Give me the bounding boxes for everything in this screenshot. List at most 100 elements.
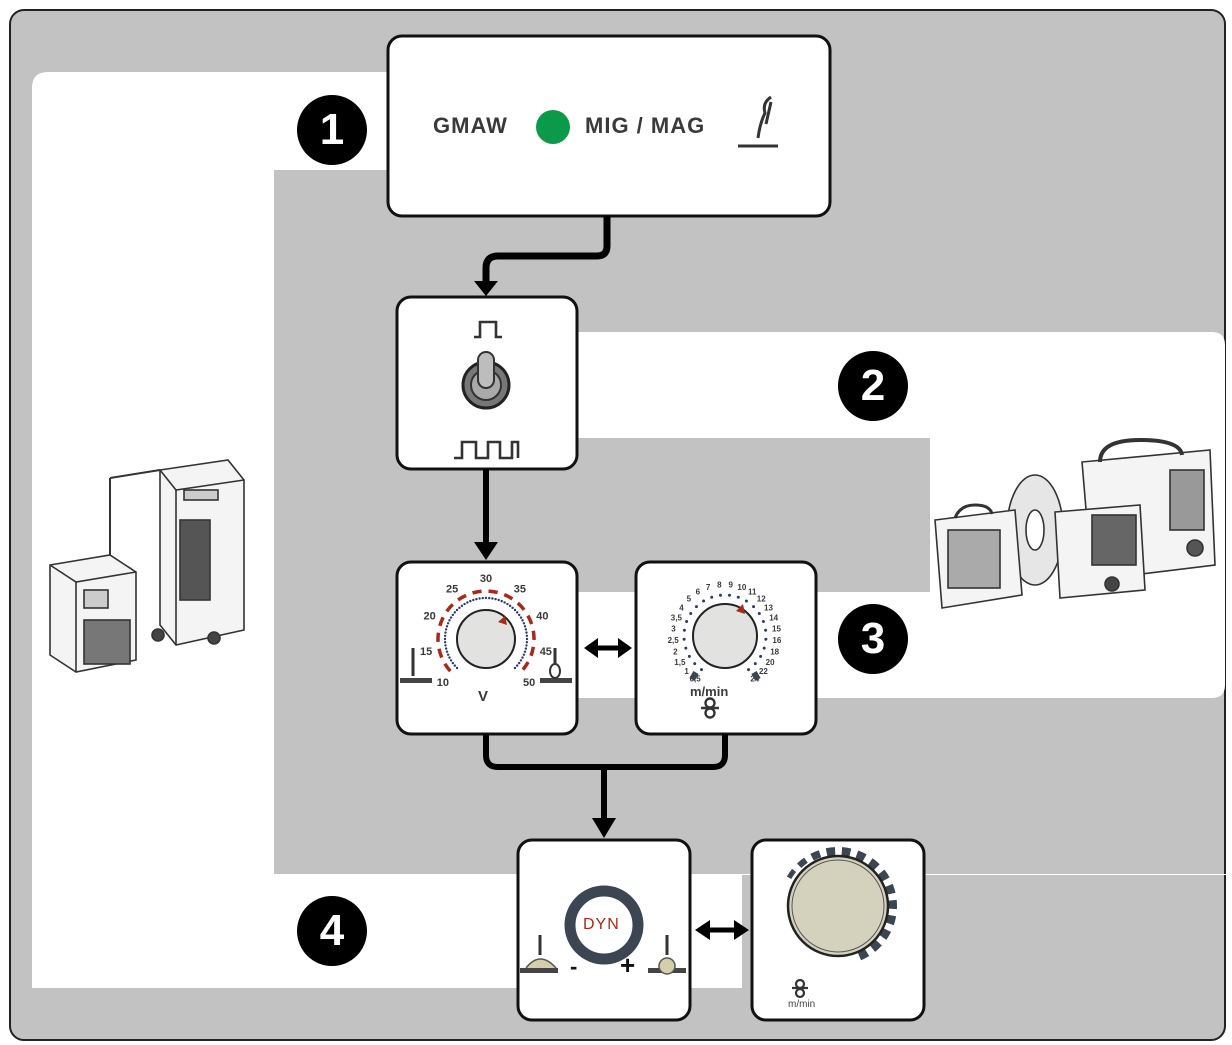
wire-scale-max-mark bbox=[751, 671, 761, 681]
short-arc-icon bbox=[400, 648, 432, 683]
dyn-plus-label: + bbox=[620, 950, 636, 980]
wire-tick-label: 2,5 bbox=[668, 636, 680, 645]
voltage-scale-dot bbox=[443, 641, 447, 644]
knob-ring-segment bbox=[879, 883, 896, 897]
wire-tick-label: 13 bbox=[764, 603, 773, 612]
voltage-scale-dash bbox=[529, 646, 536, 657]
voltage-scale-dot bbox=[443, 637, 447, 641]
voltage-scale-dot bbox=[444, 628, 448, 631]
wire-tick-label: 7 bbox=[706, 583, 711, 592]
voltage-scale-dot bbox=[451, 613, 455, 617]
voltage-scale-dot bbox=[455, 608, 459, 612]
wire-scale-dot bbox=[693, 662, 697, 666]
knob-ring-segment bbox=[810, 850, 822, 861]
flow-line-1 bbox=[482, 216, 611, 285]
toggle-switch-icon bbox=[461, 351, 511, 410]
knob-ring-segment bbox=[865, 858, 880, 873]
voltage-scale-dot bbox=[517, 613, 521, 617]
voltage-tick-label: 30 bbox=[480, 573, 492, 585]
dyn-knob-rim bbox=[791, 859, 885, 953]
voltage-scale-dot bbox=[453, 611, 457, 614]
voltage-scale-dot bbox=[494, 597, 497, 601]
wire-unit-label: m/min bbox=[690, 684, 729, 699]
wire-tick-label: 1 bbox=[684, 667, 689, 676]
wire-tick-label: 8 bbox=[717, 580, 722, 589]
wire-tick-label: 22 bbox=[759, 667, 768, 676]
dyn-minus-label: - bbox=[570, 954, 578, 979]
dyn-ring[interactable] bbox=[564, 885, 644, 965]
voltage-scale-dot bbox=[525, 634, 529, 637]
voltage-scale-dash bbox=[521, 661, 530, 671]
dyn-knob-body[interactable] bbox=[786, 854, 890, 958]
wire-scale-dot bbox=[682, 637, 686, 641]
voltage-scale-dot bbox=[523, 625, 527, 628]
voltage-scale-dot bbox=[523, 650, 527, 653]
wire-scale-dot bbox=[684, 646, 688, 650]
voltage-scale-dot bbox=[460, 604, 464, 608]
voltage-scale-dot bbox=[449, 616, 453, 619]
wire-scale-dot bbox=[694, 605, 698, 609]
soft-arc-icon bbox=[520, 935, 558, 973]
voltage-tick-label: 45 bbox=[540, 646, 552, 658]
spray-arc-icon bbox=[540, 648, 572, 683]
wire-scale-dot bbox=[759, 654, 763, 658]
wire-scale-dot bbox=[687, 654, 691, 658]
voltage-scale-dot bbox=[515, 664, 519, 667]
wire-pointer bbox=[736, 604, 745, 614]
step-2-badge: 2 bbox=[838, 351, 908, 421]
double-arrow-icon-2 bbox=[695, 920, 749, 940]
wire-scale-dot bbox=[702, 599, 706, 603]
knob-ring-segment bbox=[797, 857, 808, 869]
two-step-icon bbox=[474, 320, 502, 339]
voltage-scale-dot bbox=[511, 606, 514, 610]
knob-ring-segment bbox=[854, 850, 867, 865]
voltage-scale-dash bbox=[526, 614, 534, 625]
wire-speed-dial[interactable]: 0,511,522,533,54567891011121314151618202… bbox=[668, 580, 782, 683]
wire-scale-dot bbox=[689, 612, 693, 616]
gmaw-label: GMAW bbox=[433, 113, 508, 138]
voltage-scale-dot bbox=[525, 641, 529, 644]
voltage-scale-dot bbox=[472, 598, 475, 602]
voltage-scale-dot bbox=[458, 606, 461, 610]
voltage-tick-label: 15 bbox=[420, 646, 432, 658]
wire-scale-dot bbox=[718, 593, 722, 597]
wire-speed-knob[interactable] bbox=[786, 847, 897, 961]
voltage-scale-dot bbox=[497, 598, 500, 602]
wire-tick-label: 20 bbox=[766, 658, 775, 667]
voltage-scale-dot bbox=[446, 653, 450, 656]
wire-feed-icon bbox=[701, 697, 719, 719]
voltage-scale-dot bbox=[449, 659, 453, 662]
knob-ring-segment bbox=[786, 868, 797, 880]
voltage-scale-dash bbox=[445, 603, 454, 613]
wire-scale-min-mark bbox=[689, 671, 699, 681]
voltage-scale-dot bbox=[506, 602, 509, 606]
voltage-scale-dot bbox=[475, 597, 478, 601]
voltage-scale-dot bbox=[484, 596, 488, 600]
voltage-pointer bbox=[498, 616, 507, 625]
wire-tick-label: 6 bbox=[696, 588, 701, 597]
voltage-scale-dot bbox=[519, 659, 523, 662]
step-1-badge: 1 bbox=[297, 95, 367, 165]
voltage-scale-dot bbox=[451, 661, 455, 665]
voltage-tick-label: 50 bbox=[523, 677, 535, 689]
mig-torch-icon bbox=[738, 95, 778, 148]
voltage-tick-label: 35 bbox=[514, 583, 526, 595]
voltage-scale-dot bbox=[524, 628, 528, 631]
dyn-label: DYN bbox=[583, 916, 620, 933]
wire-scale-dot bbox=[764, 628, 768, 632]
voltage-scale-dot bbox=[491, 597, 494, 600]
voltage-tick-label: 20 bbox=[424, 611, 436, 623]
voltage-knob[interactable] bbox=[456, 609, 516, 669]
voltage-scale-dot bbox=[500, 599, 503, 603]
wire-feed-icon-2 bbox=[792, 978, 808, 999]
wire-tick-label: 16 bbox=[772, 636, 781, 645]
step-3-badge: 3 bbox=[838, 604, 908, 674]
knob-ring-segment bbox=[825, 847, 836, 857]
wire-knob[interactable] bbox=[692, 603, 758, 669]
voltage-scale-dot bbox=[446, 622, 450, 625]
voltage-scale-dash bbox=[531, 630, 536, 640]
voltage-scale-dot bbox=[522, 653, 526, 656]
wire-scale-dot bbox=[744, 599, 748, 603]
wire-scale-dot bbox=[761, 620, 765, 624]
